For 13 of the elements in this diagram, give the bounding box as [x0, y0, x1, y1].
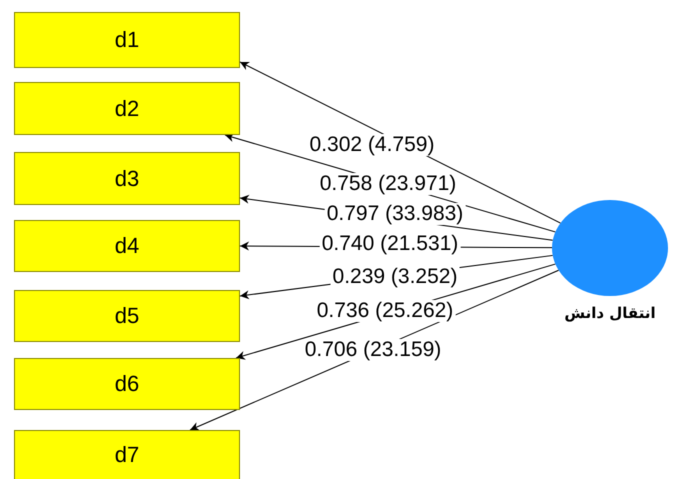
edge-label: 0.797 (33.983): [324, 203, 466, 225]
variable-box: d3: [14, 152, 240, 205]
node-caption: انتقال دانش: [563, 304, 657, 322]
variable-box: d2: [14, 82, 240, 135]
edge-label: 0.740 (21.531): [320, 233, 460, 255]
variable-box: d5: [14, 290, 240, 342]
variable-box: d7: [14, 430, 240, 479]
variable-box: d6: [14, 358, 240, 410]
edge-label: 0.302 (4.759): [308, 134, 436, 156]
variable-box: d4: [14, 220, 240, 272]
edge-label: 0.239 (3.252): [330, 266, 460, 288]
variable-box: d1: [14, 12, 240, 68]
edge-label: 0.736 (25.262): [314, 300, 456, 322]
